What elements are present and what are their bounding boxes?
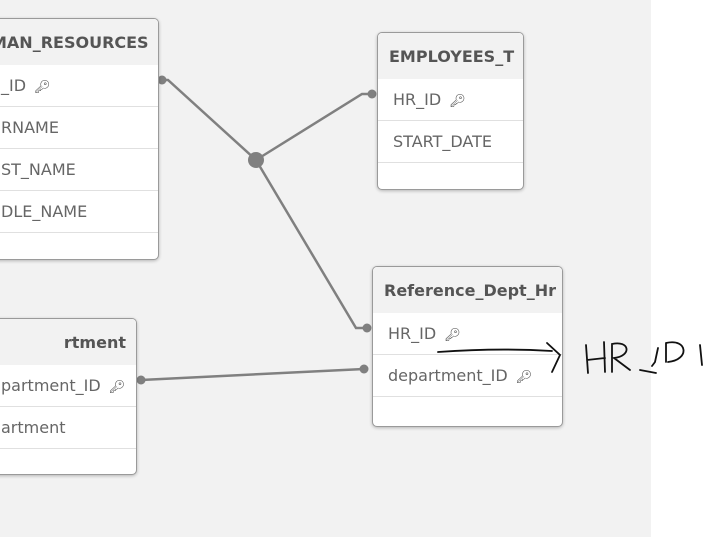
- link-endpoint: [367, 89, 377, 99]
- table-department[interactable]: rtment partment_ID 🔑︎ artment: [0, 318, 137, 475]
- field-label: RNAME: [1, 118, 59, 137]
- table-title: Reference_Dept_Hr: [373, 267, 562, 313]
- field-row[interactable]: START_DATE: [378, 121, 523, 163]
- field-label: department_ID: [388, 366, 508, 385]
- table-reference-dept-hr[interactable]: Reference_Dept_Hr HR_ID 🔑︎ department_ID 🔑…: [372, 266, 563, 427]
- table-title: MAN_RESOURCES: [0, 19, 158, 65]
- link-endpoint: [157, 75, 167, 85]
- field-label: partment_ID: [1, 376, 101, 395]
- link-dept-reference[interactable]: [140, 367, 365, 382]
- field-row[interactable]: artment: [0, 407, 136, 449]
- field-row[interactable]: HR_ID 🔑︎: [378, 79, 523, 121]
- table-employees-t[interactable]: EMPLOYEES_T HR_ID 🔑︎ START_DATE: [377, 32, 524, 190]
- field-label: artment: [1, 418, 66, 437]
- field-label: _ID: [1, 76, 27, 95]
- field-label: DLE_NAME: [1, 202, 88, 221]
- field-row[interactable]: RNAME: [0, 107, 158, 149]
- key-icon: 🔑︎: [444, 328, 461, 343]
- handwritten-text-hr-id: [585, 341, 703, 374]
- field-label: HR_ID: [393, 90, 442, 109]
- field-row[interactable]: HR_ID 🔑︎: [373, 313, 562, 355]
- field-row[interactable]: department_ID 🔑︎: [373, 355, 562, 397]
- field-label: START_DATE: [393, 132, 492, 151]
- field-row[interactable]: _ID 🔑︎: [0, 65, 158, 107]
- link-endpoint: [136, 375, 146, 385]
- table-human-resources[interactable]: MAN_RESOURCES _ID 🔑︎ RNAME ST_NAME DLE_NA…: [0, 18, 159, 260]
- table-title: rtment: [0, 319, 136, 365]
- field-label: ST_NAME: [1, 160, 76, 179]
- field-row[interactable]: DLE_NAME: [0, 191, 158, 233]
- link-hub[interactable]: [248, 152, 264, 168]
- field-label: HR_ID: [388, 324, 437, 343]
- arrow-line: [437, 348, 553, 353]
- link-endpoint: [359, 364, 369, 374]
- key-icon: 🔑︎: [108, 380, 126, 395]
- key-icon: 🔑︎: [449, 94, 466, 109]
- key-icon: 🔑︎: [34, 80, 51, 95]
- link-endpoint: [362, 323, 372, 333]
- field-row[interactable]: ST_NAME: [0, 149, 158, 191]
- arrow-head: [546, 342, 562, 373]
- field-row[interactable]: partment_ID 🔑︎: [0, 365, 136, 407]
- key-icon: 🔑︎: [515, 370, 533, 385]
- table-title: EMPLOYEES_T: [378, 33, 523, 79]
